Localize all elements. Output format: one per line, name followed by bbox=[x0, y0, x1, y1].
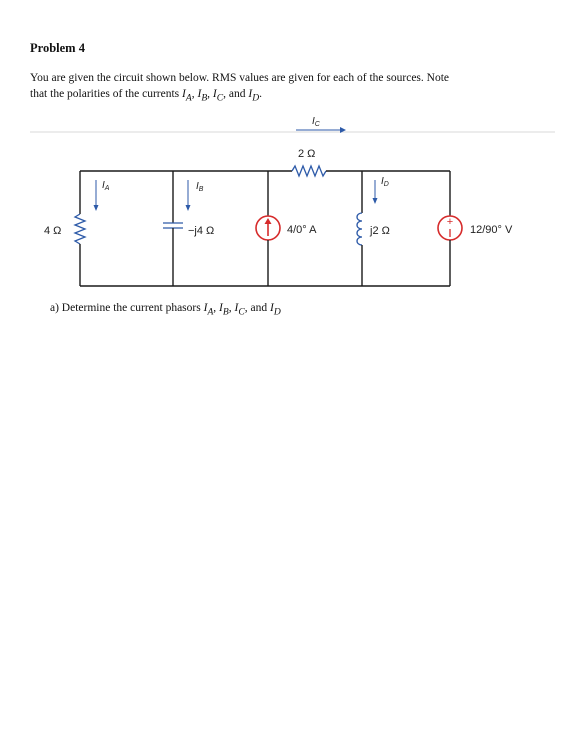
resistor-2-ohm bbox=[291, 164, 327, 178]
current-id-symbol: ID bbox=[248, 88, 260, 104]
current-ic-symbol: IC bbox=[212, 88, 224, 104]
ic-label: IC bbox=[312, 116, 321, 128]
inductor bbox=[356, 212, 363, 246]
intro-line-2-suffix: . bbox=[259, 88, 263, 100]
capacitor-label: −j4 Ω bbox=[188, 225, 214, 237]
q-id: ID bbox=[269, 302, 281, 318]
q-and: and bbox=[250, 302, 268, 314]
plus-icon: + bbox=[447, 216, 453, 228]
ib-arrowhead bbox=[185, 205, 191, 211]
current-ia-symbol: IA bbox=[182, 88, 192, 104]
q-ic: IC bbox=[234, 302, 245, 318]
inductor-label: j2 Ω bbox=[369, 225, 390, 237]
current-ib-symbol: IB bbox=[197, 88, 208, 104]
current-source-arrowhead-icon bbox=[264, 218, 272, 224]
question-prefix: a) Determine the current phasors bbox=[50, 302, 204, 314]
intro-line-2-prefix: that the polarities of the currents bbox=[30, 88, 183, 100]
ia-arrowhead bbox=[93, 205, 99, 211]
ic-arrowhead bbox=[340, 127, 346, 133]
ib-label: IB bbox=[196, 181, 204, 193]
q-ia: IA bbox=[203, 302, 214, 318]
problem-heading: Problem 4 bbox=[30, 41, 85, 55]
resistor-4-label: 4 Ω bbox=[44, 225, 61, 237]
resistor-2-label: 2 Ω bbox=[298, 148, 315, 160]
id-arrowhead bbox=[372, 198, 378, 204]
problem-intro: You are given the circuit shown below. R… bbox=[30, 72, 450, 104]
voltage-source-label: 12/90° V bbox=[470, 224, 513, 236]
current-source-label: 4/0° A bbox=[287, 224, 317, 236]
q-ib: IB bbox=[219, 302, 229, 318]
ia-label: IA bbox=[102, 180, 110, 192]
resistor-4-ohm bbox=[73, 213, 87, 245]
circuit-diagram: IC 2 Ω 4 Ω IA −j4 Ω IB 4/0° A j2 Ω ID + … bbox=[30, 116, 555, 287]
intro-line-1: You are given the circuit shown below. R… bbox=[30, 72, 450, 84]
id-label: ID bbox=[381, 176, 389, 188]
question-a: a) Determine the current phasors IA, IB,… bbox=[50, 302, 281, 318]
